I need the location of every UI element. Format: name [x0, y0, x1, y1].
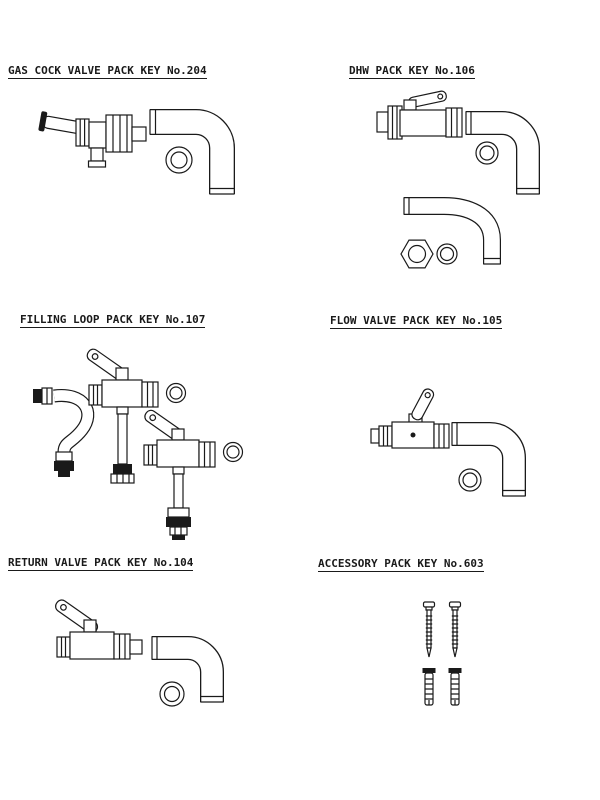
- gas-cock-valve-icon: [38, 111, 147, 168]
- washer-icon: [475, 141, 499, 165]
- washer-icon: [165, 382, 187, 404]
- wall-plug-icon: [448, 668, 462, 706]
- valve-lever-icon: [411, 388, 435, 421]
- elbow-pipe-icon: [151, 636, 224, 703]
- section-title-gas-cock: GAS COCK VALVE PACK KEY No.204: [8, 64, 207, 79]
- washer-icon: [436, 243, 458, 265]
- filling-valve-lower-icon: [143, 409, 216, 540]
- bent-pipe-icon: [403, 197, 501, 265]
- elbow-pipe-icon: [451, 422, 526, 497]
- washer-icon: [165, 146, 193, 174]
- accessory-pack-drawing: [422, 601, 462, 706]
- screw-icon: [422, 601, 436, 658]
- hex-nut-icon: [400, 239, 434, 269]
- washer-icon: [159, 681, 185, 707]
- section-title-flow-valve: FLOW VALVE PACK KEY No.105: [330, 314, 503, 329]
- section-title-accessory: ACCESSORY PACK KEY No.603: [318, 557, 484, 572]
- washer-icon: [458, 468, 482, 492]
- filling-valve-upper-icon: [86, 348, 159, 484]
- screw-icon: [448, 601, 462, 658]
- section-title-return-valve: RETURN VALVE PACK KEY No.104: [8, 556, 194, 571]
- flow-valve-icon: [370, 388, 450, 449]
- dhw-valve-icon: [376, 90, 463, 140]
- return-valve-icon: [55, 599, 143, 660]
- dhw-pack-drawing: [376, 90, 540, 269]
- elbow-pipe-icon: [149, 109, 235, 195]
- section-title-filling-loop: FILLING LOOP PACK KEY No.107: [20, 313, 206, 328]
- flow-valve-pack-drawing: [370, 388, 526, 497]
- flexible-hose-icon: [33, 387, 95, 477]
- filling-loop-pack-drawing: [33, 348, 244, 540]
- washer-icon: [222, 441, 244, 463]
- wall-plug-icon: [422, 668, 436, 706]
- gas-cock-pack-drawing: [38, 109, 235, 195]
- section-title-dhw: DHW PACK KEY No.106: [349, 64, 475, 79]
- elbow-pipe-icon: [465, 111, 540, 195]
- return-valve-pack-drawing: [55, 599, 224, 707]
